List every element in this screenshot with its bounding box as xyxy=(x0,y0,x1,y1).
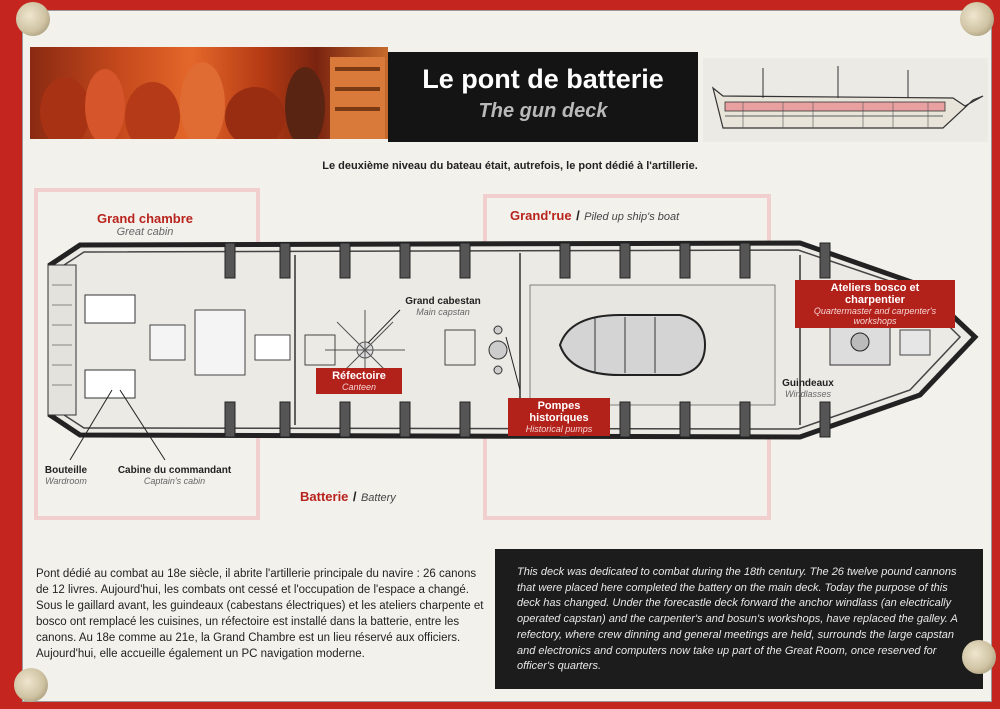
cabine-label: Cabine du commandant Captain's cabin xyxy=(117,465,232,486)
rope-knot-bottom-right xyxy=(962,640,996,674)
pompes-tag: Pompes historiques Historical pumps xyxy=(508,398,610,436)
guindeaux-label: Guindeaux Windlasses xyxy=(782,378,834,399)
french-description: Pont dédié au combat au 18e siècle, il a… xyxy=(36,568,484,660)
rope-knot-top-right xyxy=(960,2,994,36)
refectoire-tag: Réfectoire Canteen xyxy=(316,368,402,394)
grand-cabestan-label: Grand cabestan Main capstan xyxy=(405,296,481,317)
grand-chambre-label: Grand chambre Great cabin xyxy=(96,211,194,238)
crew-photo xyxy=(30,47,388,139)
bouteille-label: Bouteille Wardroom xyxy=(44,465,88,486)
english-description-box: This deck was dedicated to combat during… xyxy=(495,549,983,689)
title-box: Le pont de batterie The gun deck xyxy=(388,52,698,142)
ateliers-tag: Ateliers bosco et charpentier Quartermas… xyxy=(795,280,955,328)
intro-text: Le deuxième niveau du bateau était, autr… xyxy=(322,160,698,172)
rope-knot-top-left xyxy=(16,2,50,36)
grand-rue-label: Grand'rue / Piled up ship's boat xyxy=(510,208,680,223)
english-description: This deck was dedicated to combat during… xyxy=(517,566,958,673)
rope-knot-bottom-left xyxy=(14,668,48,702)
page-title: Le pont de batterie xyxy=(422,64,664,94)
page-subtitle: The gun deck xyxy=(478,100,608,122)
batterie-label: Batterie / Battery xyxy=(300,489,396,504)
deck-plan xyxy=(47,240,979,461)
ship-profile-thumbnail xyxy=(703,58,988,142)
